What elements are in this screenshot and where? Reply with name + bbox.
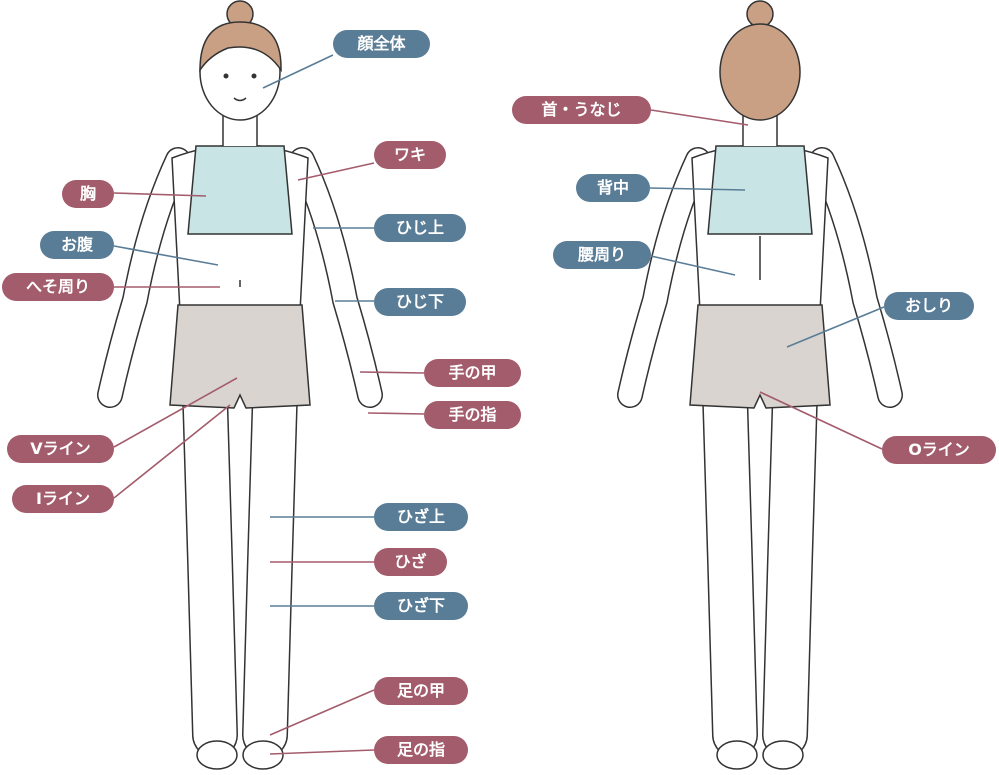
front-figure — [110, 0, 370, 769]
label-upper-back: 背中 — [576, 174, 650, 202]
label-instep: 足の甲 — [374, 677, 468, 705]
label-waist: 腰周り — [553, 241, 651, 269]
label-above-knee: ひざ上 — [374, 503, 468, 531]
label-chest: 胸 — [62, 180, 114, 208]
label-face: 顔全体 — [333, 30, 430, 58]
label-fingers: 手の指 — [424, 401, 521, 429]
label-knee: ひざ — [374, 548, 447, 576]
label-toes: 足の指 — [374, 736, 468, 764]
label-armpit: ワキ — [374, 141, 446, 169]
label-back-of-hand: 手の甲 — [424, 359, 521, 387]
label-navel: へそ周り — [2, 273, 114, 301]
label-v-line: Vライン — [7, 435, 114, 463]
label-below-knee: ひざ下 — [374, 592, 468, 620]
label-belly: お腹 — [40, 231, 114, 259]
label-i-line: Iライン — [12, 485, 114, 513]
label-upper-elbow: ひじ上 — [374, 214, 466, 242]
label-lower-elbow: ひじ下 — [374, 288, 466, 316]
leader-lines — [113, 54, 885, 755]
label-neck: 首・うなじ — [512, 96, 651, 124]
label-buttocks: おしり — [884, 292, 974, 320]
label-o-line: Oライン — [882, 436, 996, 464]
back-figure — [630, 0, 890, 769]
